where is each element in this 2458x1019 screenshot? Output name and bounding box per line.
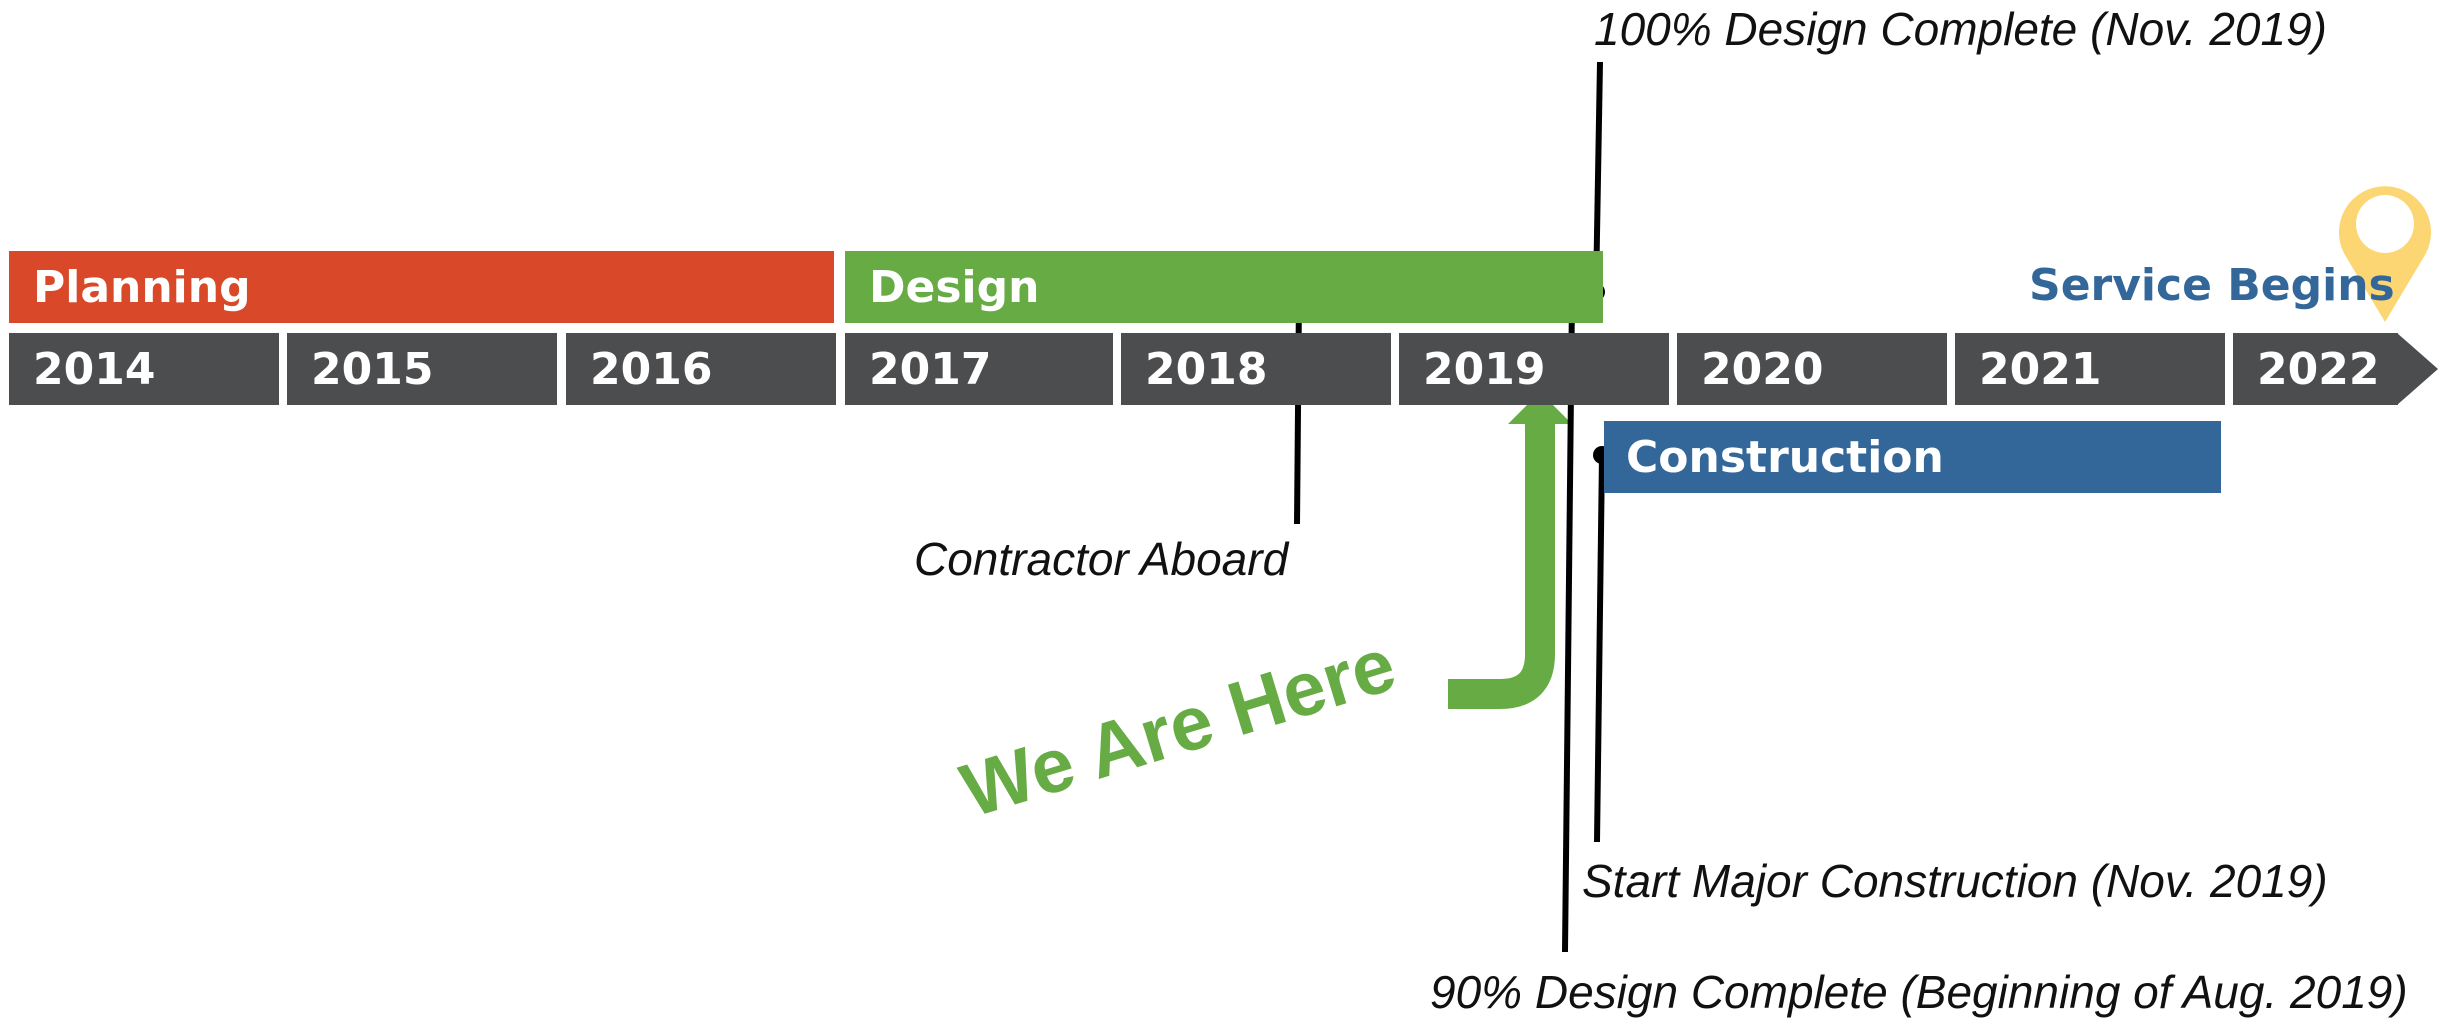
year-label: 2022 bbox=[2257, 343, 2380, 395]
map-pin-icon bbox=[2339, 186, 2431, 322]
year-label: 2021 bbox=[1979, 343, 2102, 395]
year-label: 2014 bbox=[33, 343, 156, 395]
leader-line-contractor bbox=[1294, 294, 1302, 525]
year-label: 2019 bbox=[1423, 343, 1546, 395]
year-2015: 2015 bbox=[287, 333, 557, 405]
year-2019: 2019 bbox=[1399, 333, 1669, 405]
year-2016: 2016 bbox=[566, 333, 836, 405]
leader-line-90-design bbox=[1562, 297, 1575, 953]
leader-line-start-construction bbox=[1594, 454, 1605, 843]
milestone-100-design: 100% Design Complete (Nov. 2019) bbox=[1594, 3, 2327, 55]
we-are-here-arrow-head bbox=[1508, 392, 1572, 424]
year-2014: 2014 bbox=[9, 333, 279, 405]
year-2021: 2021 bbox=[1955, 333, 2225, 405]
we-are-here-arrow bbox=[1448, 420, 1555, 709]
phase-construction-label: Construction bbox=[1626, 431, 1944, 483]
year-label: 2016 bbox=[590, 343, 713, 395]
year-2022: 2022 bbox=[2233, 333, 2398, 405]
phase-planning: Planning bbox=[9, 251, 834, 323]
year-2018: 2018 bbox=[1121, 333, 1391, 405]
timeline-arrow-head bbox=[2397, 333, 2438, 405]
milestone-90-design: 90% Design Complete (Beginning of Aug. 2… bbox=[1430, 966, 2408, 1018]
milestone-start-construction: Start Major Construction (Nov. 2019) bbox=[1582, 855, 2328, 907]
year-2017: 2017 bbox=[845, 333, 1113, 405]
phase-planning-label: Planning bbox=[33, 261, 251, 313]
phase-design: Design bbox=[845, 251, 1603, 323]
year-label: 2017 bbox=[869, 343, 992, 395]
year-label: 2020 bbox=[1701, 343, 1824, 395]
service-begins-label: Service Begins bbox=[2029, 260, 2395, 311]
year-label: 2018 bbox=[1145, 343, 1268, 395]
phase-design-label: Design bbox=[869, 261, 1040, 313]
phase-construction: Construction bbox=[1604, 421, 2221, 493]
year-label: 2015 bbox=[311, 343, 434, 395]
year-2020: 2020 bbox=[1677, 333, 1947, 405]
milestone-contractor-aboard: Contractor Aboard bbox=[914, 533, 1289, 585]
